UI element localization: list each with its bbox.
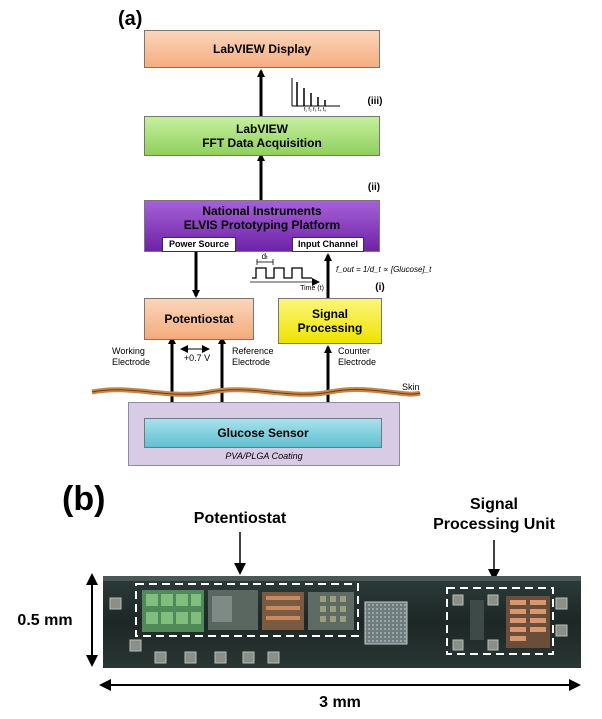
chip-bond-pads xyxy=(109,594,568,664)
sensor-electrode-area xyxy=(364,601,408,645)
ni-label-line2: ELVIS Prototyping Platform xyxy=(183,218,341,232)
reference-electrode-label: Reference Electrode xyxy=(232,346,288,368)
ni-label-line1: National Instruments xyxy=(202,204,322,218)
signal-label-line1: Signal xyxy=(311,307,348,321)
power-source-port: Power Source xyxy=(162,237,236,252)
pulse-time-label: Time (t) xyxy=(300,285,324,292)
marker-iii: (iii) xyxy=(367,96,383,107)
marker-ii: (ii) xyxy=(367,182,381,193)
counter-electrode-line1: Counter xyxy=(338,346,371,356)
spectrum-ticks-label: f₁ f₂ f₃ f₄ f₅ xyxy=(303,107,327,113)
labview-display-box: LabVIEW Display xyxy=(144,30,380,68)
potentiostat-label: Potentiostat xyxy=(164,312,234,326)
width-dimension-label: 3 mm xyxy=(319,694,361,711)
glucose-sensor-label: Glucose Sensor xyxy=(217,426,309,440)
signal-unit-callout-label: Signal Processing Unit xyxy=(404,495,584,535)
signal-unit-line1: Signal xyxy=(469,496,518,513)
counter-electrode-line2: Electrode xyxy=(338,357,377,367)
pulse-train-icon xyxy=(250,259,320,286)
working-electrode-line1: Working xyxy=(112,346,145,356)
spectrum-icon xyxy=(291,78,340,107)
voltage-label: +0.7 V xyxy=(183,353,211,363)
fft-label-line1: LabVIEW xyxy=(235,122,288,136)
reference-electrode-line1: Reference xyxy=(232,346,274,356)
counter-electrode-label: Counter Electrode xyxy=(338,346,394,368)
frequency-formula: f_out = 1/d_t ∝ [Glucose]_t xyxy=(336,265,432,274)
reference-electrode-line2: Electrode xyxy=(232,357,271,367)
pulse-dt-label: dₜ xyxy=(261,252,269,261)
fft-label-line2: FFT Data Acquisition xyxy=(202,136,322,150)
working-electrode-line2: Electrode xyxy=(112,357,151,367)
potentiostat-callout-label: Potentiostat xyxy=(193,510,287,527)
glucose-sensor-box: Glucose Sensor xyxy=(144,418,382,448)
skin-label: Skin xyxy=(402,382,420,392)
marker-i: (i) xyxy=(375,282,385,293)
working-electrode-label: Working Electrode xyxy=(112,346,168,368)
panel-a-label: (a) xyxy=(118,8,143,30)
fft-acquisition-box: LabVIEW FFT Data Acquisition xyxy=(144,116,380,156)
signal-processing-circuit xyxy=(470,596,550,648)
signal-processing-box: Signal Processing xyxy=(278,298,382,344)
potentiostat-circuit xyxy=(142,590,354,632)
signal-label-line2: Processing xyxy=(297,321,363,335)
input-channel-port: Input Channel xyxy=(292,237,364,252)
panel-b-label: (b) xyxy=(62,480,106,518)
height-dimension-label: 0.5 mm xyxy=(17,612,73,629)
potentiostat-box: Potentiostat xyxy=(144,298,254,340)
signal-unit-line2: Processing Unit xyxy=(433,516,555,533)
coating-label: PVA/PLGA Coating xyxy=(225,451,303,461)
potentiostat-outline xyxy=(135,583,359,637)
labview-display-label: LabVIEW Display xyxy=(212,42,312,56)
signal-unit-outline xyxy=(446,587,554,655)
